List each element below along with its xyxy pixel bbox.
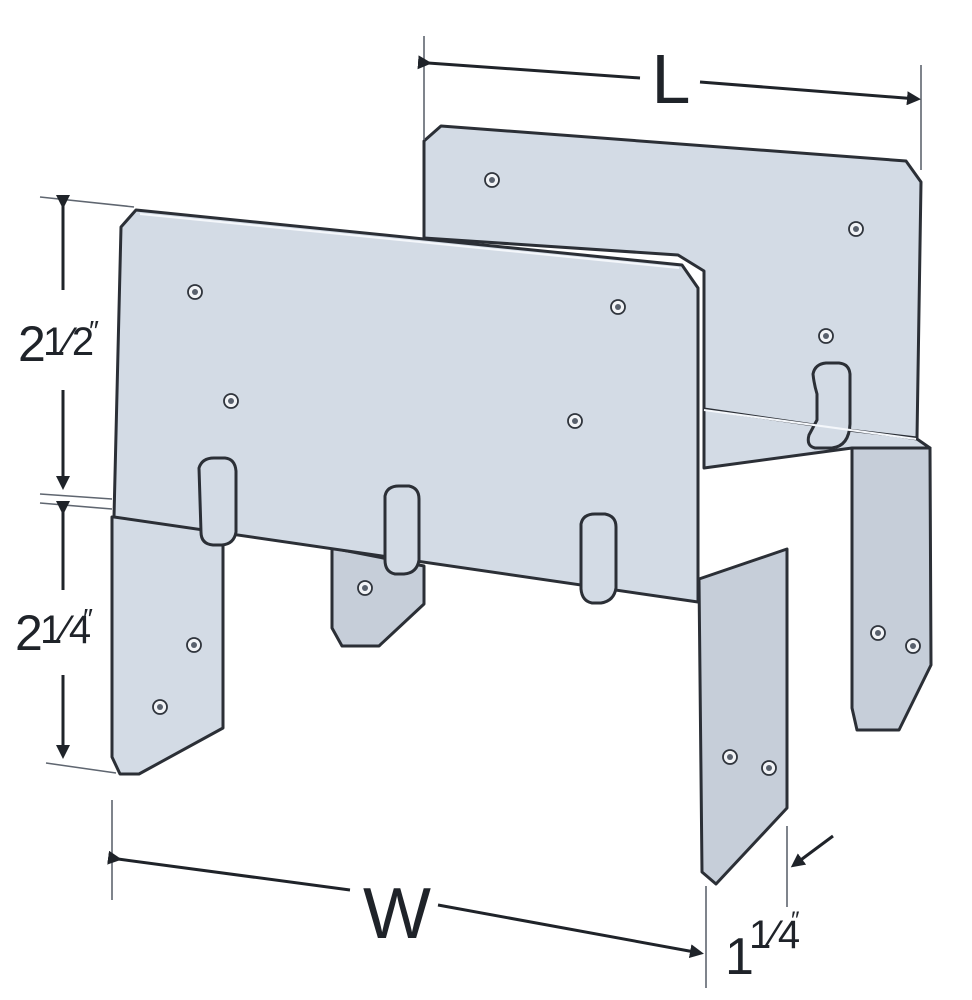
hole-icon	[152, 699, 168, 715]
hole-icon	[722, 749, 738, 765]
hole-icon	[848, 221, 864, 237]
front-slot-left	[197, 456, 238, 547]
depth-unit: ″	[791, 907, 800, 934]
front-right-leg	[697, 547, 789, 886]
upper-height-unit: ″	[89, 315, 99, 346]
upper-height-dimension: 2 1⁄2 ″	[18, 195, 135, 500]
depth-dimension: 1 1⁄4 ″	[725, 826, 834, 986]
lower-height-whole: 2	[15, 605, 43, 661]
lower-height-unit: ″	[83, 603, 93, 634]
upper-height-fraction: 1⁄2	[43, 320, 94, 364]
hole-icon	[357, 580, 373, 596]
rear-right-leg	[850, 446, 933, 732]
upper-height-whole: 2	[18, 316, 46, 372]
hole-icon	[818, 328, 834, 344]
depth-fraction: 1⁄4	[749, 913, 800, 957]
lower-height-fraction: 1⁄4	[40, 608, 91, 652]
lower-height-dimension: 2 1⁄4 ″	[15, 501, 117, 774]
hole-icon	[484, 172, 500, 188]
hole-icon	[905, 638, 921, 654]
width-dimension: W	[107, 800, 707, 988]
hole-icon	[761, 760, 777, 776]
hole-icon	[870, 625, 886, 641]
rear-bracket	[422, 124, 933, 732]
front-bracket	[110, 208, 789, 886]
front-left-leg	[110, 515, 225, 776]
depth-whole: 1	[725, 928, 754, 986]
rear-slot	[806, 361, 852, 450]
hole-icon	[610, 299, 626, 315]
length-dimension: L	[417, 36, 922, 170]
fastener-holes	[152, 172, 921, 776]
hole-icon	[186, 637, 202, 653]
width-label: W	[363, 874, 431, 954]
front-slot-center	[383, 484, 421, 576]
front-slot-right	[579, 512, 618, 605]
front-top-plate	[112, 208, 700, 604]
hole-icon	[187, 284, 203, 300]
hole-icon	[567, 413, 583, 429]
hole-icon	[223, 393, 239, 409]
length-label: L	[652, 40, 691, 118]
